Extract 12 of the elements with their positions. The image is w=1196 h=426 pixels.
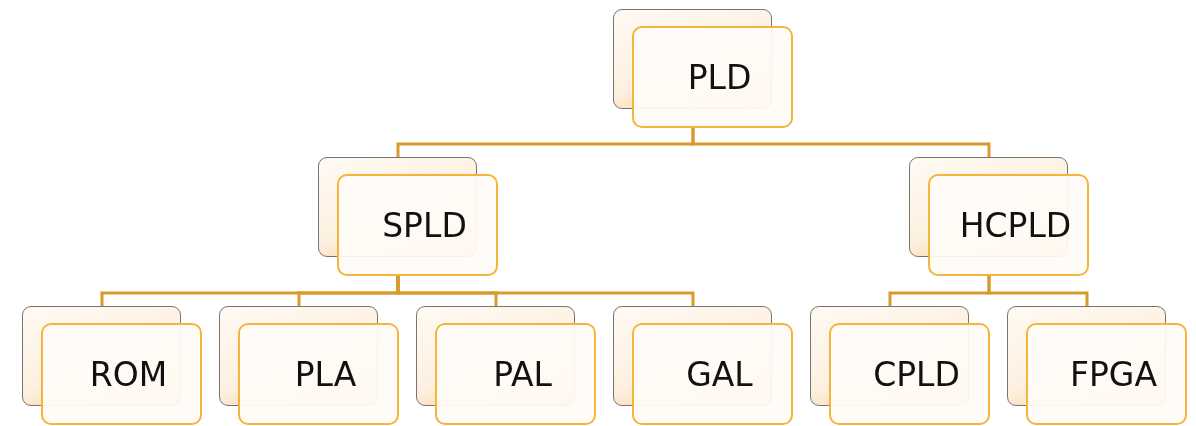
node-label: GAL [685,354,753,394]
node-label: SPLD [381,205,467,245]
node-label: PAL [492,354,552,394]
node-label: CPLD [872,354,960,394]
node-label: PLA [293,354,357,394]
node-label: FPGA [1069,354,1157,394]
node-label: ROM [88,354,168,394]
node-label: PLD [686,57,752,97]
connector-line [396,276,695,306]
connector-line [987,276,1089,306]
node-label: HCPLD [958,205,1072,245]
connector-line [691,128,991,157]
